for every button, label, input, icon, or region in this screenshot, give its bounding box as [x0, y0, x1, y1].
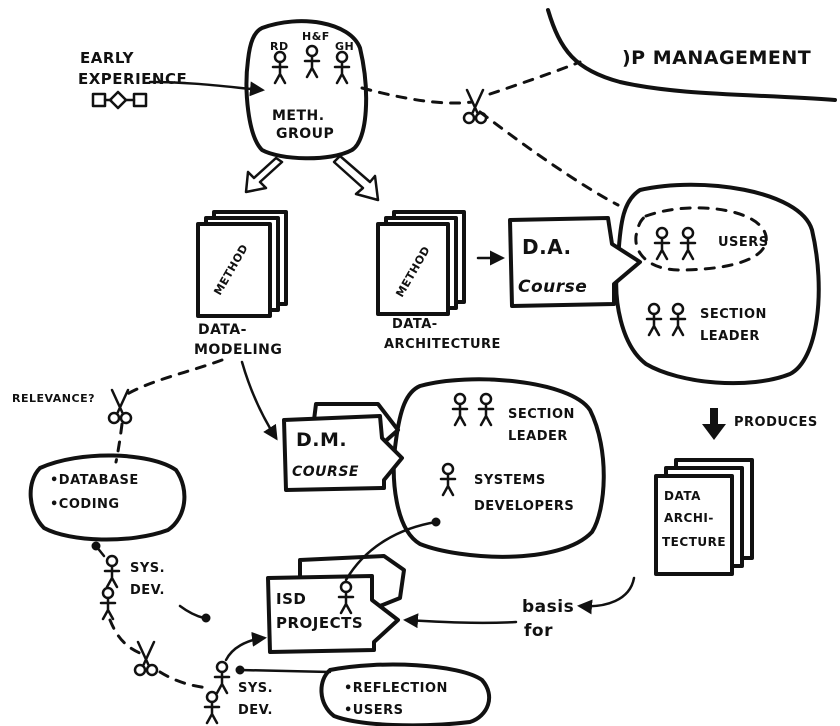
users-label: USERS — [718, 235, 769, 250]
sys-dev-2-label: SYS. — [238, 681, 273, 696]
relevance-database-dashed-link — [114, 422, 124, 464]
produces-label: PRODUCES — [734, 415, 818, 430]
dp-management-cloud — [546, 8, 837, 102]
stick-figure-icon — [103, 554, 121, 589]
scissors-sys-dev-2-dashed-link — [158, 670, 210, 690]
dm-course-blob — [391, 377, 606, 559]
flow-shapes-icon — [91, 90, 148, 110]
document-stack-icon — [654, 458, 754, 576]
sys-dev-1-label: SYS. — [130, 561, 165, 576]
data-modeling-label-2: MODELING — [194, 342, 282, 358]
da-course-label: D.A. — [522, 235, 572, 259]
reflection-users-bubble — [319, 662, 492, 726]
section-leader-mid-label-2: LEADER — [508, 429, 568, 444]
sys-dev-1-connector-line — [94, 544, 106, 558]
basis-to-isd-arrow — [403, 613, 518, 629]
meth-group-role-hf: H&F — [302, 30, 330, 43]
da-course-label-2: Course — [518, 277, 587, 297]
solid-arrow-icon — [702, 408, 726, 440]
meth-group-role-rd: RD — [270, 40, 289, 53]
data-architecture-label-2: ARCHITECTURE — [384, 337, 501, 352]
basis-for-label-2: for — [524, 621, 553, 641]
database-coding-label: •DATABASE — [50, 473, 139, 488]
scissors-icon — [462, 88, 488, 125]
sys-dev-2-to-reflection-line — [238, 668, 332, 674]
early-experience-arrow — [148, 80, 265, 97]
stick-figure-icon — [679, 226, 697, 261]
sys-dev-1-label-2: DEV. — [130, 583, 165, 598]
early-experience-label: EARLY — [80, 49, 135, 67]
meth-group-label-2: GROUP — [276, 126, 334, 142]
data-architecture-doc-label-2: ARCHI- — [664, 511, 714, 525]
data-architecture-doc-label: DATA — [664, 489, 701, 503]
systems-dev-to-isd-line — [344, 520, 438, 582]
basis-for-label: basis — [522, 597, 574, 617]
sys-dev-2-label-2: DEV. — [238, 703, 273, 718]
dm-course-label-2: COURSE — [292, 464, 359, 480]
stick-figure-icon — [653, 226, 671, 261]
isd-projects-label-2: PROJECTS — [276, 614, 363, 632]
stick-figure-icon — [333, 50, 351, 85]
document-stack-icon — [376, 210, 466, 316]
meth-group-role-gh: GH — [335, 40, 354, 53]
dm-course-flag — [282, 402, 404, 492]
dp-scissors-dashed-link — [488, 60, 582, 96]
dp-management-label: )P MANAGEMENT — [622, 47, 811, 69]
relevance-label: RELEVANCE? — [12, 392, 95, 405]
systems-developers-label: SYSTEMS — [474, 473, 546, 488]
modeling-relevance-dashed-link — [122, 358, 224, 398]
systems-developers-label-2: DEVELOPERS — [474, 499, 574, 514]
scissors-icon — [107, 388, 133, 425]
meth-dp-dashed-link — [360, 86, 474, 105]
hollow-arrow-icon — [332, 154, 380, 202]
hollow-arrow-icon — [244, 156, 284, 194]
scissors-da-course-dashed-link — [478, 110, 620, 207]
scissors-icon — [133, 640, 159, 677]
dm-course-label: D.M. — [296, 429, 347, 451]
sys-dev-dashed-link — [108, 618, 144, 656]
stick-figure-icon — [439, 462, 457, 497]
modeling-to-dm-course-arrow — [240, 360, 278, 441]
isd-projects-label: ISD — [276, 590, 306, 608]
stick-figure-icon — [669, 302, 687, 337]
database-coding-bubble — [28, 453, 187, 542]
document-stack-icon — [196, 210, 288, 318]
da-course-flag — [508, 216, 642, 308]
isd-projects-flag — [266, 554, 406, 654]
meth-group-blob — [244, 19, 369, 161]
section-leader-mid-label: SECTION — [508, 407, 575, 422]
section-leader-top-label: SECTION — [700, 307, 767, 322]
stick-figure-icon — [303, 44, 321, 79]
stick-figure-icon — [203, 690, 221, 725]
database-coding-label-2: •CODING — [50, 497, 120, 512]
meth-group-label: METH. — [272, 108, 325, 124]
early-experience-label-2: EXPERIENCE — [78, 70, 187, 88]
stick-figure-icon — [645, 302, 663, 337]
data-modeling-label: DATA- — [198, 322, 247, 338]
stick-figure-icon — [477, 392, 495, 427]
basis-for-arrow — [577, 576, 636, 615]
stick-figure-icon — [213, 660, 231, 695]
systems-dev-connector — [431, 517, 441, 527]
stick-figure-icon — [451, 392, 469, 427]
data-architecture-label: DATA- — [392, 317, 438, 332]
sys-dev-1-arrow-end — [201, 613, 211, 623]
reflection-users-label-2: •USERS — [344, 703, 403, 718]
users-dashed-circle — [634, 206, 768, 272]
section-leader-top-label-2: LEADER — [700, 329, 760, 344]
sys-dev-2-to-isd-arrow — [224, 631, 267, 662]
data-architecture-doc-label-3: TECTURE — [662, 535, 726, 549]
stick-figure-icon — [271, 50, 289, 85]
reflection-users-label: •REFLECTION — [344, 681, 448, 696]
sys-dev-1-to-isd-arrow — [178, 604, 206, 620]
stick-figure-icon — [99, 586, 117, 621]
